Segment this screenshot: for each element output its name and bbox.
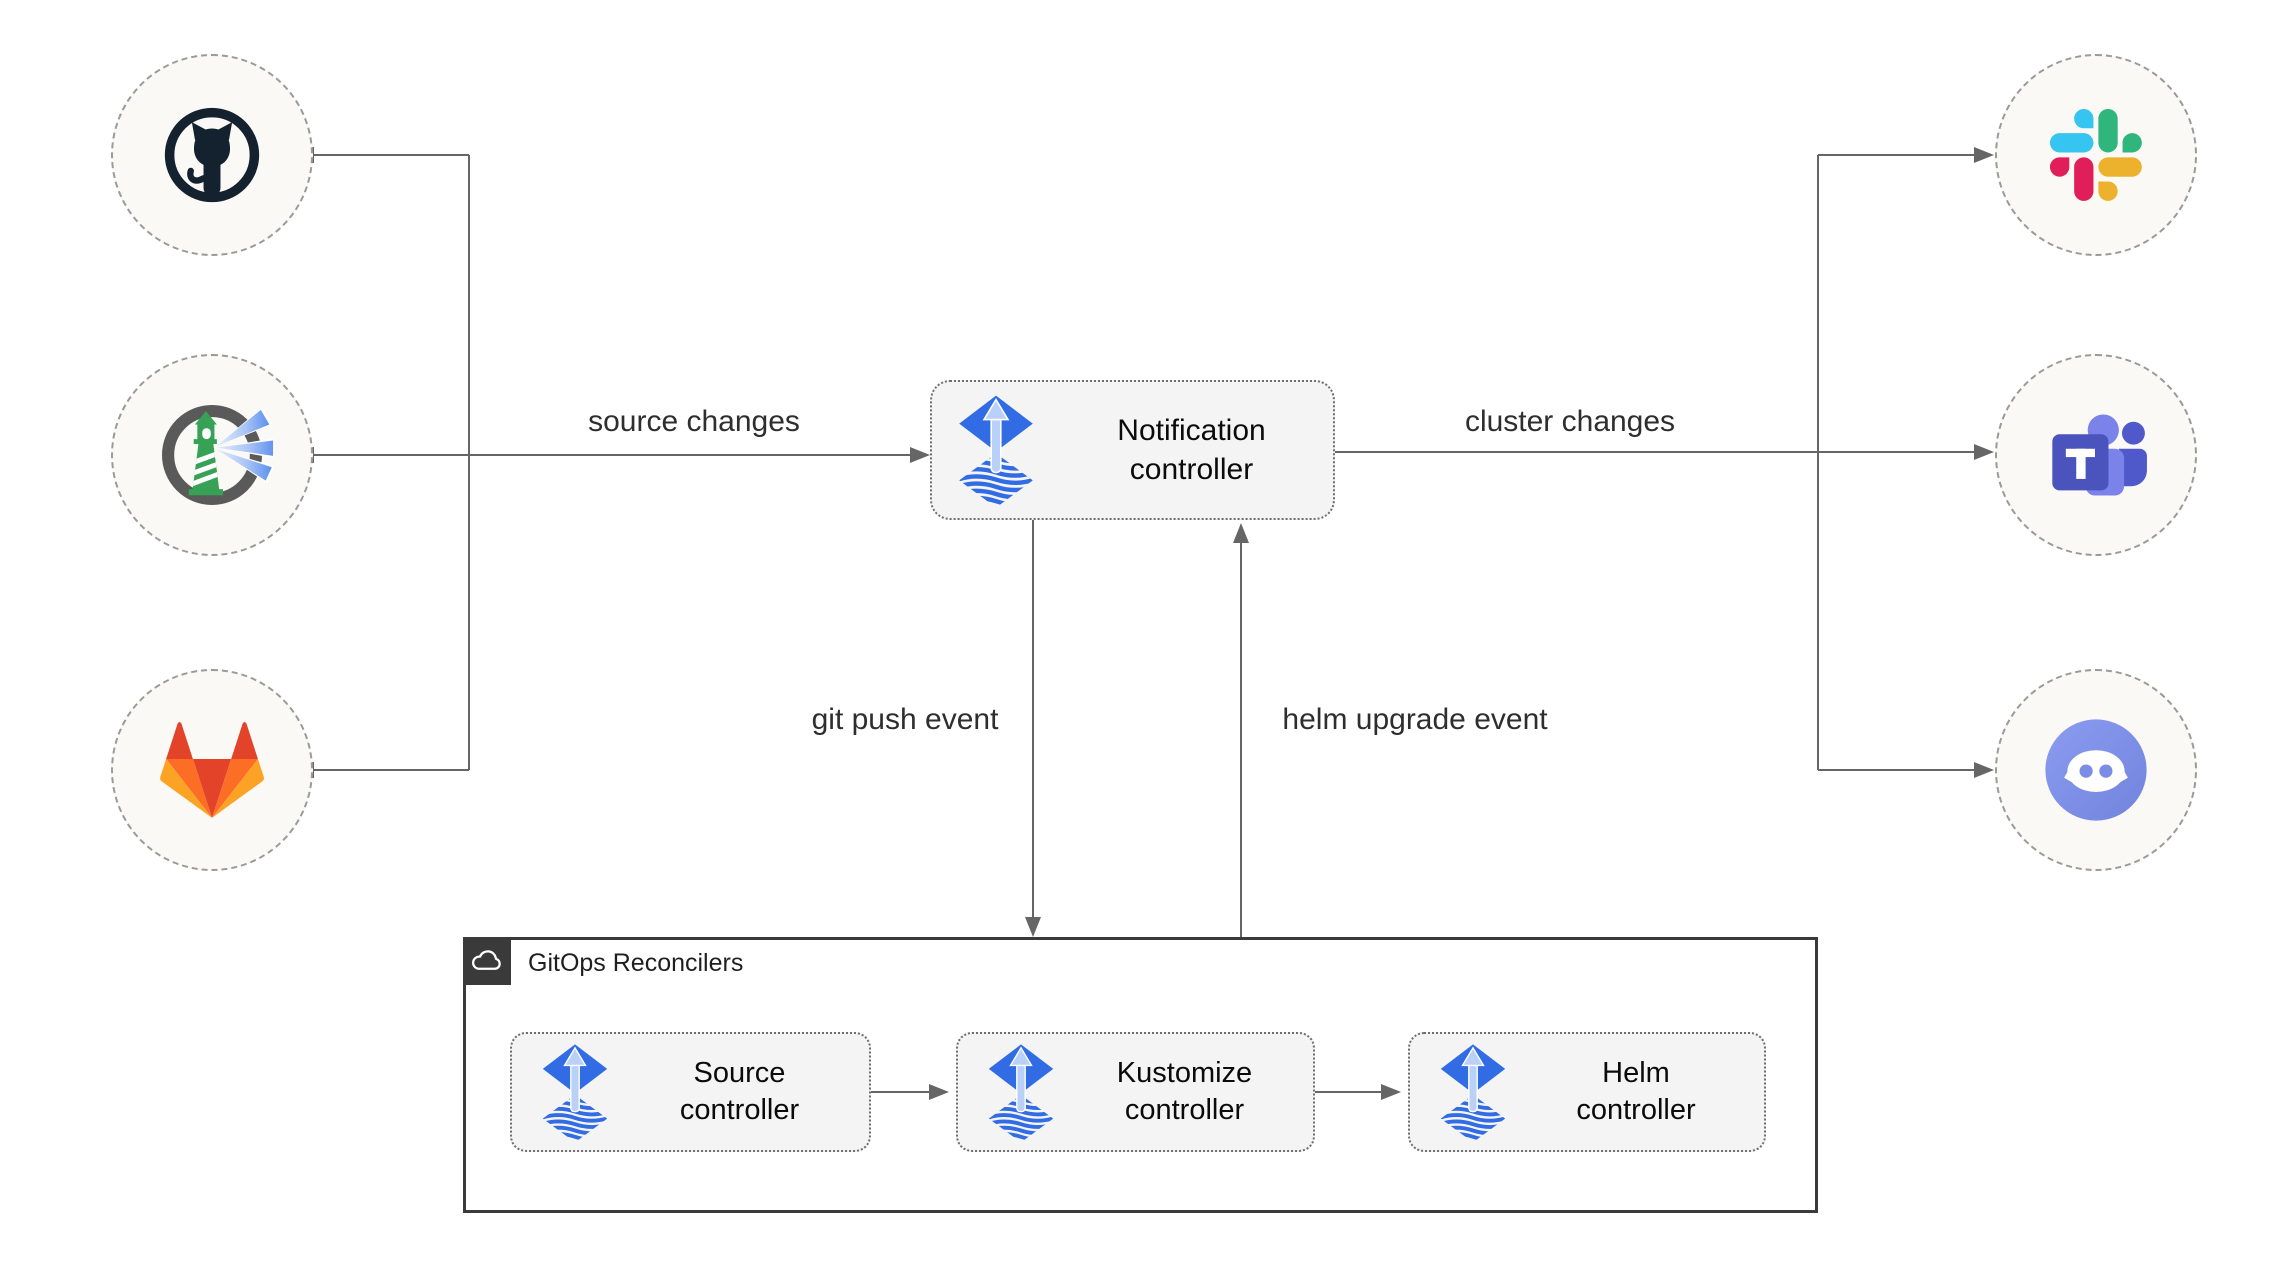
node-harbor [111, 354, 313, 556]
arrowhead-into-discord [1974, 762, 1994, 778]
gitlab-icon [160, 722, 264, 818]
flux-icon [956, 394, 1036, 506]
node-helm-controller: Helm controller [1408, 1032, 1766, 1152]
node-slack [1995, 54, 2197, 256]
node-gitlab [111, 669, 313, 871]
edge-label-source-changes: source changes [588, 405, 800, 438]
flux-icon [540, 1043, 610, 1141]
edge-label-helm-upgrade-event: helm upgrade event [1282, 703, 1548, 736]
harbor-icon [151, 394, 273, 516]
node-kustomize-controller: Kustomize controller [956, 1032, 1315, 1152]
slack-icon [2050, 109, 2142, 201]
kustomize-controller-label-line2: controller [1124, 1094, 1245, 1126]
arrowhead-into-slack [1974, 147, 1994, 163]
arrowhead-into-kustomize [929, 1084, 949, 1100]
helm-controller-label-line2: controller [1576, 1094, 1696, 1126]
gitops-reconcilers-title: GitOps Reconcilers [528, 949, 744, 977]
arrowhead-git-push-down [1025, 917, 1041, 937]
notification-controller-label: Notification controller [1060, 411, 1323, 489]
helm-controller-label: Helm controller [1508, 1055, 1764, 1129]
teams-icon [2044, 403, 2148, 507]
flux-icon [986, 1043, 1056, 1141]
flux-icon [1438, 1043, 1508, 1141]
edge-label-git-push-event: git push event [811, 703, 999, 736]
edge-label-cluster-changes: cluster changes [1464, 405, 1676, 438]
cloud-icon [470, 944, 504, 978]
arrowhead-into-teams [1974, 444, 1994, 460]
notification-controller-label-line2: controller [1129, 453, 1254, 486]
node-notification-controller: Notification controller [930, 380, 1335, 520]
source-controller-label-line2: controller [679, 1094, 800, 1126]
node-github [111, 54, 313, 256]
gitops-reconcilers-container: GitOps Reconcilers Source controller Kus… [463, 937, 1818, 1213]
arrowhead-into-helm [1381, 1084, 1401, 1100]
notification-controller-label-line1: Notification [1117, 414, 1266, 447]
source-controller-label: Source controller [610, 1055, 869, 1129]
node-discord [1995, 669, 2197, 871]
container-tag [463, 937, 511, 985]
kustomize-controller-label: Kustomize controller [1056, 1055, 1313, 1129]
helm-controller-label-line1: Helm [1602, 1057, 1670, 1089]
arrowhead-helm-upgrade-up [1233, 523, 1249, 543]
node-teams [1995, 354, 2197, 556]
arrowhead-into-notification [910, 447, 930, 463]
github-icon [159, 102, 265, 208]
source-controller-label-line1: Source [693, 1057, 786, 1089]
node-source-controller: Source controller [510, 1032, 871, 1152]
kustomize-controller-label-line1: Kustomize [1116, 1057, 1253, 1089]
discord-icon [2041, 715, 2151, 825]
